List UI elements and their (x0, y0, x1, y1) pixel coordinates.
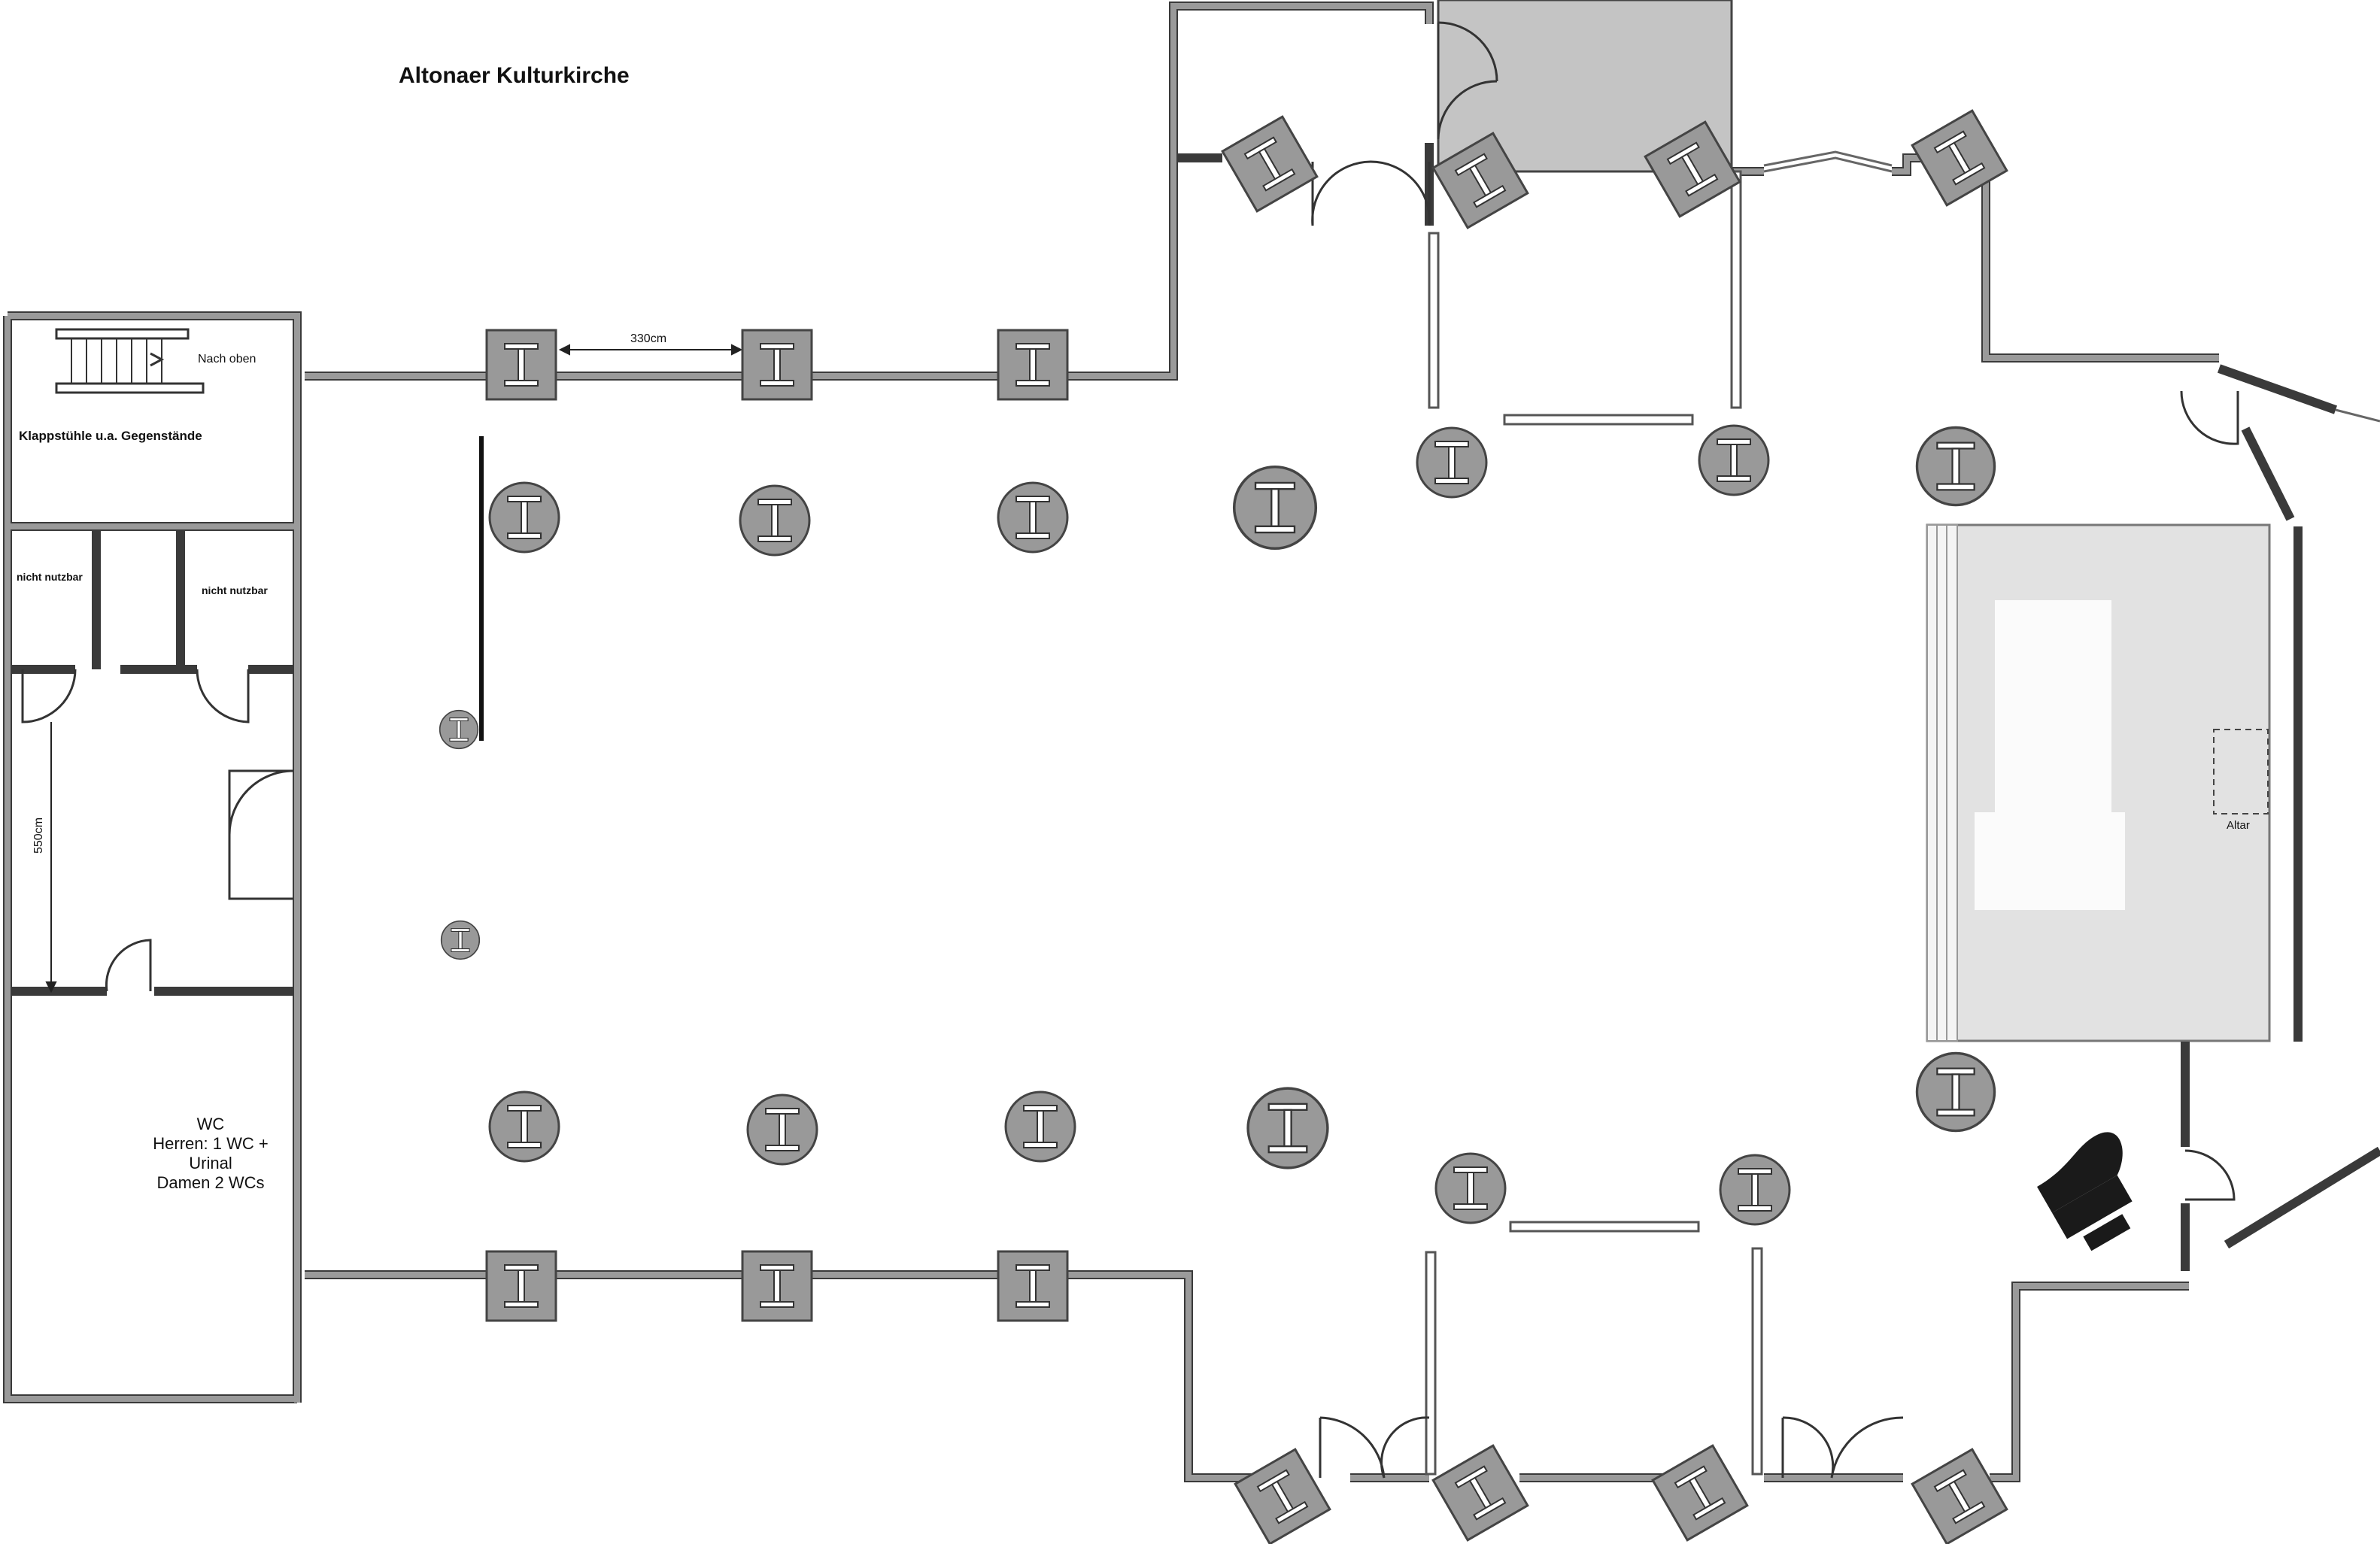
door-swing-icon (2184, 1149, 2236, 1201)
i-beam-round-icon (490, 1092, 559, 1161)
i-beam-round-icon (1248, 1088, 1328, 1168)
i-beam-round-icon (440, 711, 478, 749)
pillar-spacing-label: 330cm (630, 332, 666, 345)
i-beam-round-icon (740, 486, 809, 555)
i-beam-square-icon (1222, 117, 1317, 211)
i-beam-round-icon (1436, 1154, 1505, 1223)
altar (2213, 729, 2269, 814)
i-beam-round-icon (998, 483, 1067, 552)
door-swing-icon (228, 769, 294, 836)
i-beam-square-icon (1653, 1445, 1747, 1540)
i-beam-square-icon (1235, 1449, 1330, 1544)
i-beam-square-icon (487, 1251, 556, 1321)
i-beam-round-icon (1234, 467, 1316, 549)
i-beam-round-icon (1006, 1092, 1075, 1161)
grand-piano-icon (2037, 1132, 2133, 1251)
i-beam-round-icon (1417, 428, 1486, 497)
door-swing-icon (1311, 160, 1431, 226)
corridor-length-label: 550cm (32, 818, 45, 854)
square-pillars (487, 111, 2007, 1544)
doors (21, 21, 2239, 1479)
i-beam-square-icon (1912, 1449, 2007, 1544)
wc-line-3: Urinal (189, 1154, 232, 1172)
i-beam-round-icon (1720, 1155, 1790, 1224)
door-swing-icon (1437, 21, 1498, 140)
door-swing-icon (196, 669, 250, 723)
staircase (55, 328, 205, 394)
i-beam-round-icon (1917, 1053, 1994, 1130)
door-swing-icon (1319, 1416, 1430, 1479)
wc-line-4: Damen 2 WCs (156, 1173, 264, 1192)
altar-label: Altar (2227, 819, 2250, 832)
i-beam-square-icon (1433, 1445, 1528, 1540)
page-title: Altonaer Kulturkirche (399, 63, 630, 88)
unusable-label-left: nicht nutzbar (17, 571, 83, 583)
i-beam-round-icon (748, 1095, 817, 1164)
door-swing-icon (2180, 390, 2239, 445)
i-beam-square-icon (487, 330, 556, 399)
storage-label: Klappstühle u.a. Gegenstände (19, 429, 202, 443)
i-beam-square-icon (742, 330, 812, 399)
i-beam-round-icon (490, 483, 559, 552)
wc-line-2: Herren: 1 WC + (153, 1134, 268, 1153)
door-swing-icon (1781, 1416, 1904, 1479)
i-beam-square-icon (998, 330, 1067, 399)
unusable-label-right: nicht nutzbar (202, 584, 268, 596)
i-beam-square-icon (742, 1251, 812, 1321)
wc-line-1: WC (197, 1115, 225, 1133)
stage (1926, 523, 2271, 1042)
wc-label: WC Herren: 1 WC + Urinal Damen 2 WCs (153, 1115, 268, 1192)
round-pillars (440, 426, 1995, 1224)
stairs-label: Nach oben (198, 353, 256, 366)
i-beam-square-icon (1912, 111, 2007, 205)
door-swing-icon (21, 669, 77, 723)
i-beam-square-icon (998, 1251, 1067, 1321)
door-swing-icon (228, 835, 293, 900)
i-beam-round-icon (1917, 427, 1994, 505)
i-beam-round-icon (442, 921, 480, 960)
dimension-lines (45, 344, 743, 993)
door-swing-icon (105, 939, 152, 992)
i-beam-round-icon (1699, 426, 1768, 495)
